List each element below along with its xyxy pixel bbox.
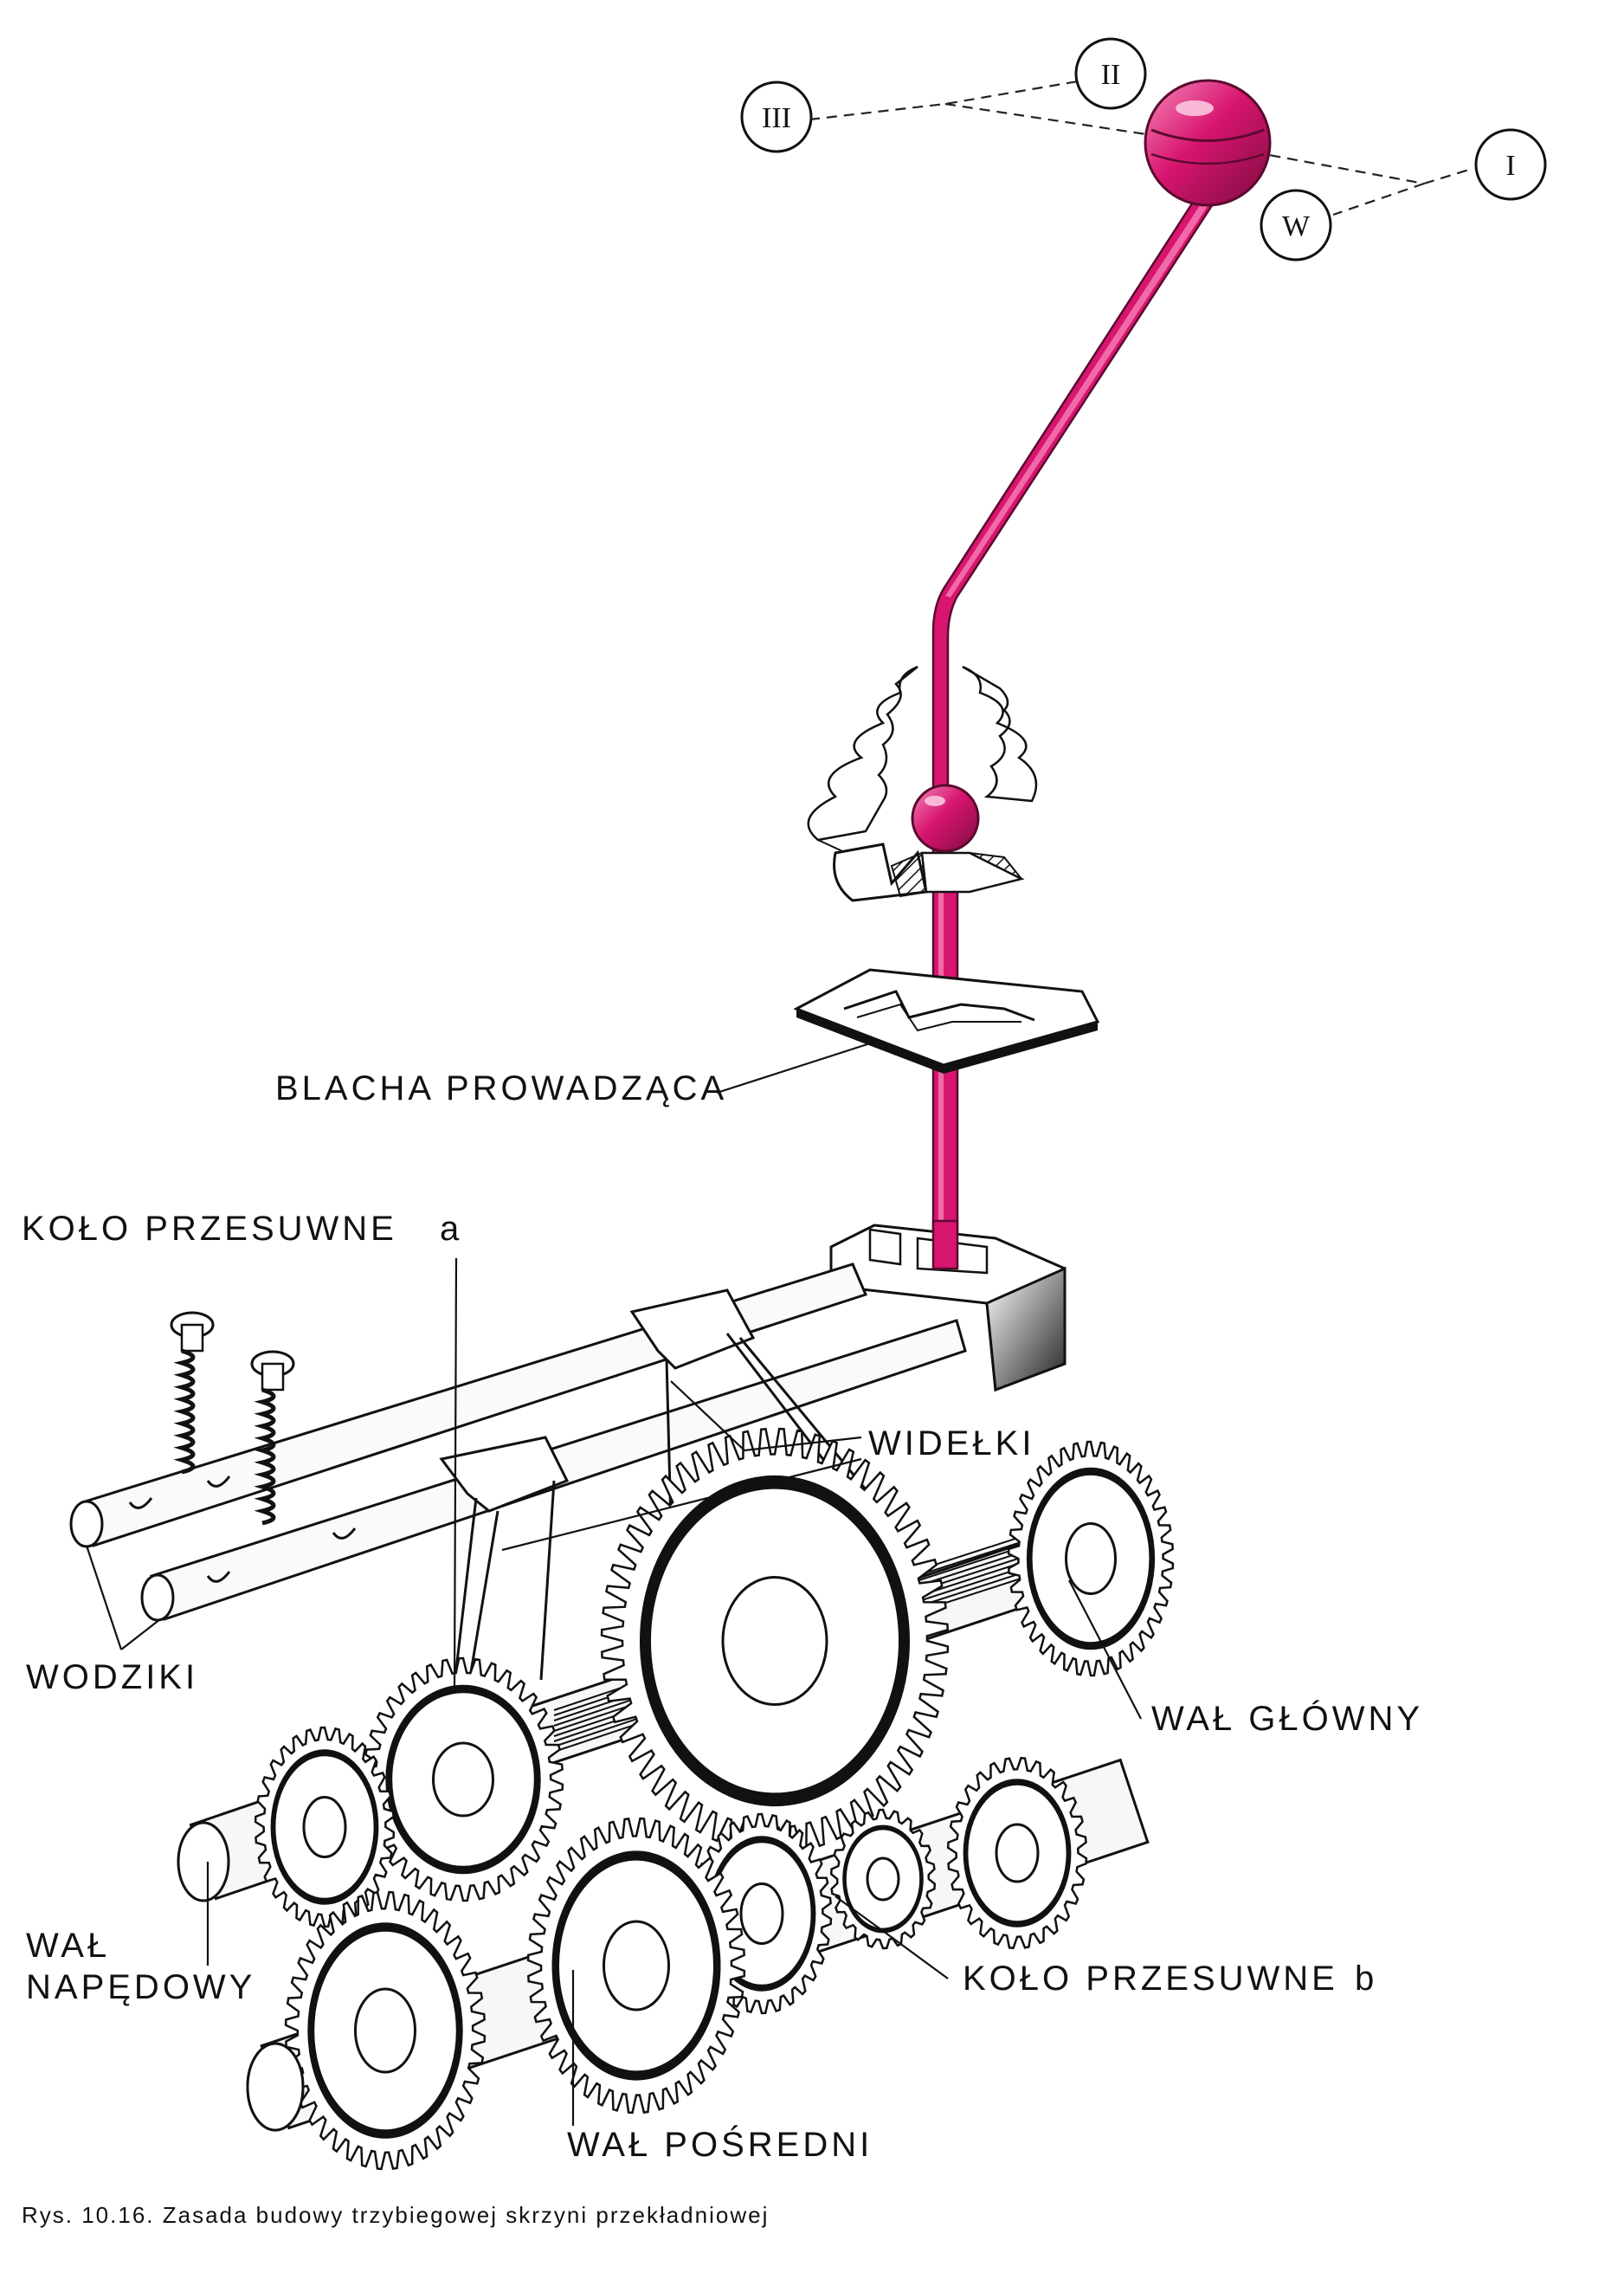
position-circle-iii: III bbox=[740, 81, 813, 153]
position-label-iii: III bbox=[762, 102, 791, 134]
gear-sliding-b-upper bbox=[600, 1427, 950, 1855]
gear-train bbox=[177, 1427, 1175, 2171]
label-widelki: WIDEŁKI bbox=[868, 1424, 1034, 1463]
leader-widelki-lower bbox=[501, 1457, 862, 1552]
gear-counter-reverse-hub bbox=[866, 1856, 900, 1902]
gear-input-hub bbox=[302, 1796, 347, 1858]
input-shaft-cap bbox=[177, 1821, 230, 1902]
leader-wal-glowny bbox=[1068, 1579, 1142, 1720]
gear-counter-reverse bbox=[829, 1808, 937, 1950]
gear-counter-mid bbox=[526, 1817, 746, 2115]
gear-sliding-a bbox=[362, 1656, 564, 1902]
labels: BLACHA PROWADZĄCA KOŁO PRZESUWNE a WIDEŁ… bbox=[22, 1069, 1423, 2228]
position-label-ii: II bbox=[1101, 59, 1121, 91]
position-label-w: W bbox=[1282, 210, 1311, 242]
leader-kolo-b bbox=[835, 1895, 949, 1979]
label-blacha-prowadzaca: BLACHA PROWADZĄCA bbox=[275, 1069, 727, 1107]
label-kolo-przesuwne-b: KOŁO PRZESUWNE bbox=[963, 1960, 1338, 1998]
gear-sliding-b-upper-hub bbox=[721, 1576, 828, 1706]
counter-shaft-cap bbox=[246, 2042, 305, 2132]
gear-sliding-a-hub bbox=[432, 1741, 494, 1818]
detent-spring-1 bbox=[170, 1311, 215, 1475]
leader-wodziki bbox=[85, 1545, 161, 1650]
leader-widelki-upper bbox=[670, 1380, 862, 1452]
selector-block bbox=[829, 1219, 1067, 1392]
figure-caption: Rys. 10.16. Zasada budowy trzybiegowej s… bbox=[22, 2202, 769, 2228]
shift-pattern: III II I W bbox=[740, 37, 1547, 262]
gear-counter-rear-hub bbox=[995, 1823, 1040, 1883]
position-label-i: I bbox=[1505, 150, 1515, 182]
shift-fork-lower bbox=[439, 1436, 570, 1694]
gear-counter-mid-hub bbox=[603, 1920, 670, 2011]
gear-counter-front bbox=[284, 1890, 487, 2171]
label-wodziki: WODZIKI bbox=[26, 1658, 198, 1696]
gear-counter-rear bbox=[946, 1756, 1088, 1950]
gear-main-rear bbox=[1007, 1440, 1175, 1677]
position-circle-ii: II bbox=[1074, 37, 1147, 110]
label-wal-napedowy-line1: WAŁ bbox=[26, 1927, 110, 1965]
detent-spring-2 bbox=[250, 1350, 295, 1526]
label-wal-napedowy-line2: NAPĘDOWY bbox=[26, 1968, 255, 2006]
leader-blacha bbox=[716, 1042, 871, 1095]
label-kolo-przesuwne-a: KOŁO PRZESUWNE bbox=[22, 1210, 397, 1248]
label-wal-glowny: WAŁ GŁÓWNY bbox=[1151, 1699, 1423, 1738]
gear-counter-small-hub bbox=[739, 1882, 784, 1945]
lever-mount bbox=[833, 784, 1025, 902]
shift-path-i bbox=[1423, 167, 1473, 185]
lever-rod-upper bbox=[931, 184, 1221, 868]
pivot-ball bbox=[911, 784, 980, 853]
gear-input bbox=[254, 1726, 396, 1928]
shift-path-iii-ii bbox=[809, 74, 1109, 121]
gear-counter-front-hub bbox=[354, 1987, 416, 2074]
shift-path-w bbox=[1332, 182, 1425, 216]
lever-boot bbox=[807, 665, 1038, 867]
leader-lines bbox=[85, 1042, 1142, 2126]
label-kolo-a-letter: a bbox=[440, 1210, 462, 1248]
position-circle-w: W bbox=[1260, 189, 1332, 262]
guide-plate bbox=[793, 968, 1100, 1074]
gear-lever bbox=[931, 79, 1272, 1249]
leader-kolo-a bbox=[453, 1257, 458, 1689]
position-circle-i: I bbox=[1474, 128, 1547, 201]
label-wal-posredni: WAŁ POŚREDNI bbox=[567, 2124, 873, 2164]
gear-main-rear-hub bbox=[1065, 1522, 1117, 1595]
label-kolo-b-letter: b bbox=[1355, 1960, 1377, 1998]
lever-knob bbox=[1144, 79, 1272, 207]
